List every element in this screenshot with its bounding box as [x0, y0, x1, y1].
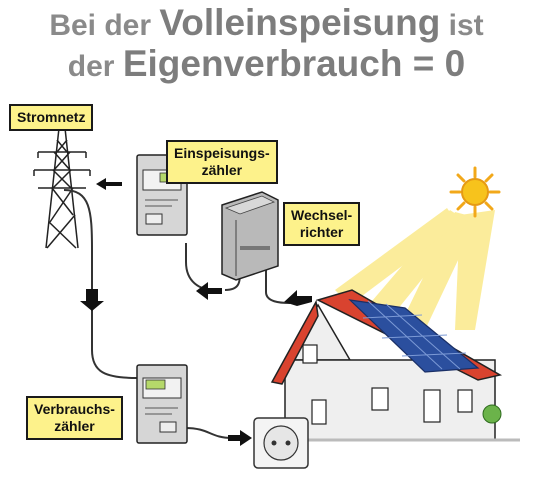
- label-stromnetz: Stromnetz: [9, 104, 94, 131]
- label-wechselrichter-line1: Wechsel-: [291, 207, 353, 223]
- label-einspeisung-line1: Einspeisungs-: [174, 145, 270, 161]
- label-stromnetz-text: Stromnetz: [17, 109, 86, 125]
- house-icon: [270, 289, 520, 442]
- socket-icon: [253, 417, 309, 469]
- title-text-2: ist: [440, 9, 484, 42]
- label-wechselrichter: Wechsel- richter: [283, 202, 361, 246]
- title-text-1: Bei der: [49, 9, 160, 42]
- title-line-1: Bei der Volleinspeisung ist: [0, 2, 533, 44]
- title-line-2: der Eigenverbrauch = 0: [0, 43, 533, 85]
- flow-arrows: [80, 178, 312, 446]
- label-verbrauch-line1: Verbrauchs-: [34, 401, 115, 417]
- label-einspeisungszaehler: Einspeisungs- zähler: [166, 140, 278, 184]
- label-verbrauchszaehler: Verbrauchs- zähler: [26, 396, 123, 440]
- pylon-icon: [33, 120, 91, 249]
- inverter-icon: [221, 191, 279, 281]
- title-highlight-2: Eigenverbrauch = 0: [122, 43, 466, 84]
- sun-icon: [449, 166, 501, 218]
- title-text-3: der: [67, 50, 123, 83]
- label-verbrauch-line2: zähler: [54, 418, 95, 434]
- label-wechselrichter-line2: richter: [299, 224, 344, 240]
- consumption-meter-icon: [136, 364, 188, 444]
- title-highlight-1: Volleinspeisung: [159, 2, 441, 43]
- label-einspeisung-line2: zähler: [201, 162, 243, 178]
- sun-rays: [335, 208, 495, 330]
